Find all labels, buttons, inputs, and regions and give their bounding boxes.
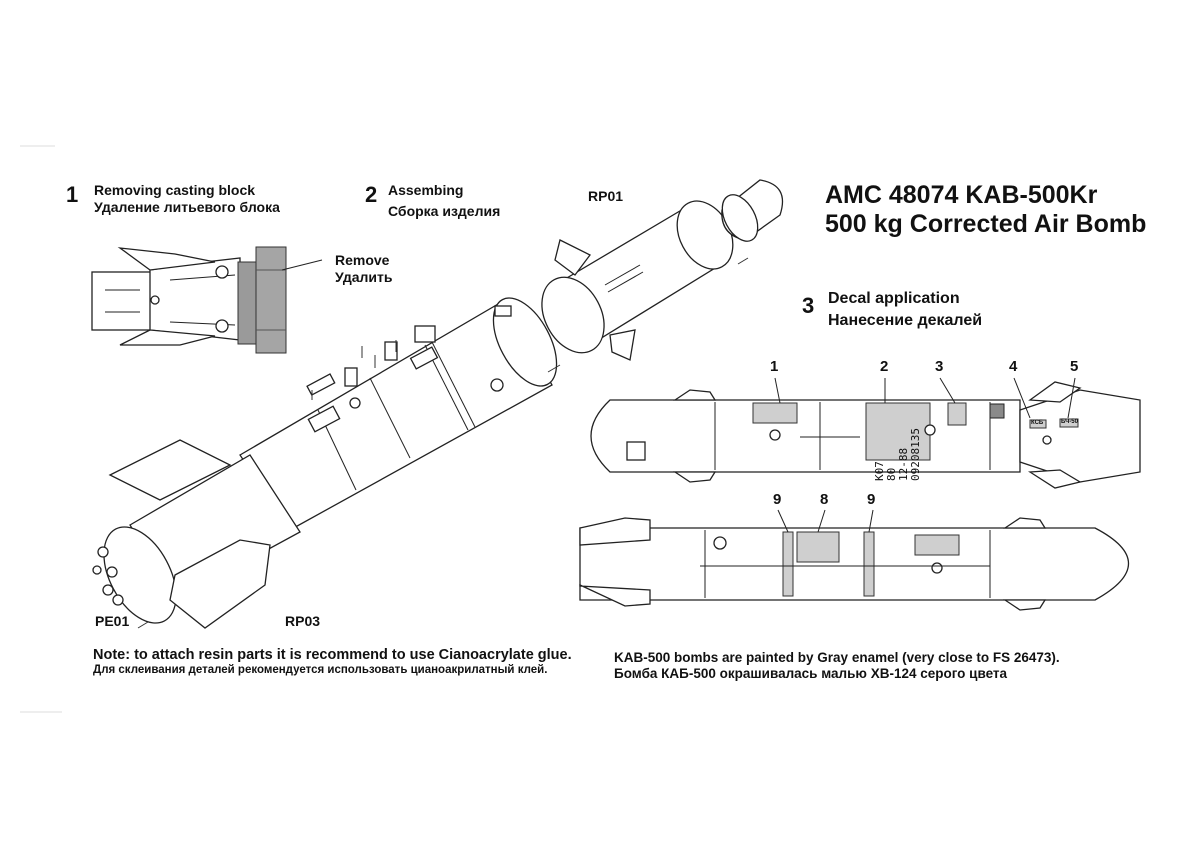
- casting-block[interactable]: [237, 246, 287, 354]
- decal-callout-9a: 9: [773, 491, 782, 508]
- assembly-arrows: [137, 257, 749, 629]
- remove-label-en: Remove: [335, 252, 390, 268]
- decal-callout-8: 8: [820, 491, 829, 508]
- mark-ksb: КСБ: [1031, 420, 1044, 426]
- part-label-rp03: RP03: [285, 613, 321, 629]
- paint-note-en: KAB-500 bombs are painted by Gray enamel…: [614, 650, 1060, 665]
- decal-leaders-bottom: [777, 509, 874, 533]
- remove-leader: [281, 259, 323, 271]
- nose-section-rp01: [541, 200, 734, 361]
- part-label-pe01: PE01: [95, 613, 130, 629]
- decal-callout-2: 2: [880, 358, 889, 375]
- note-en: Note: to attach resin parts it is recomm…: [93, 647, 572, 663]
- decal-view-top: [590, 381, 1141, 489]
- remove-label-ru: Удалить: [335, 269, 393, 285]
- stencil-line4: 09208135: [909, 428, 922, 481]
- step1-label-en: Removing casting block: [94, 182, 256, 198]
- decal-leaders-top: [774, 377, 1076, 419]
- step1-number: 1: [66, 182, 79, 207]
- main-bomb-body: [92, 297, 558, 629]
- step1-label-ru: Удаление литьевого блока: [94, 199, 280, 215]
- title-line1: AMC 48074 KAB-500Kr: [825, 181, 1098, 209]
- stencil-block: K07 80 12-88 09208135: [873, 401, 922, 481]
- decal-view-bottom: [579, 517, 1130, 611]
- decal-callout-5: 5: [1070, 358, 1079, 375]
- step3-label-ru: Нанесение декалей: [828, 312, 983, 329]
- step2-number: 2: [365, 182, 378, 207]
- step2-label-ru: Сборка изделия: [388, 203, 501, 219]
- note-ru: Для склеивания деталей рекомендуется исп…: [93, 664, 548, 676]
- step3-label-en: Decal application: [828, 290, 960, 307]
- part-label-rp01: RP01: [588, 188, 624, 204]
- decal-callout-1: 1: [770, 358, 779, 375]
- decal-callout-3: 3: [935, 358, 944, 375]
- decal-callout-4: 4: [1009, 358, 1018, 375]
- step2-label-en: Assembing: [388, 182, 464, 198]
- title-line2: 500 kg Corrected Air Bomb: [825, 210, 1147, 238]
- mark-bch: БЧ-50: [1061, 419, 1078, 425]
- paint-note-ru: Бомба КАБ-500 окрашивалась малью ХВ-124 …: [614, 666, 1008, 681]
- nose-cap: [721, 179, 784, 242]
- step3-number: 3: [802, 293, 815, 318]
- step1-tail-part: [91, 247, 241, 346]
- decal-callout-9b: 9: [867, 491, 876, 508]
